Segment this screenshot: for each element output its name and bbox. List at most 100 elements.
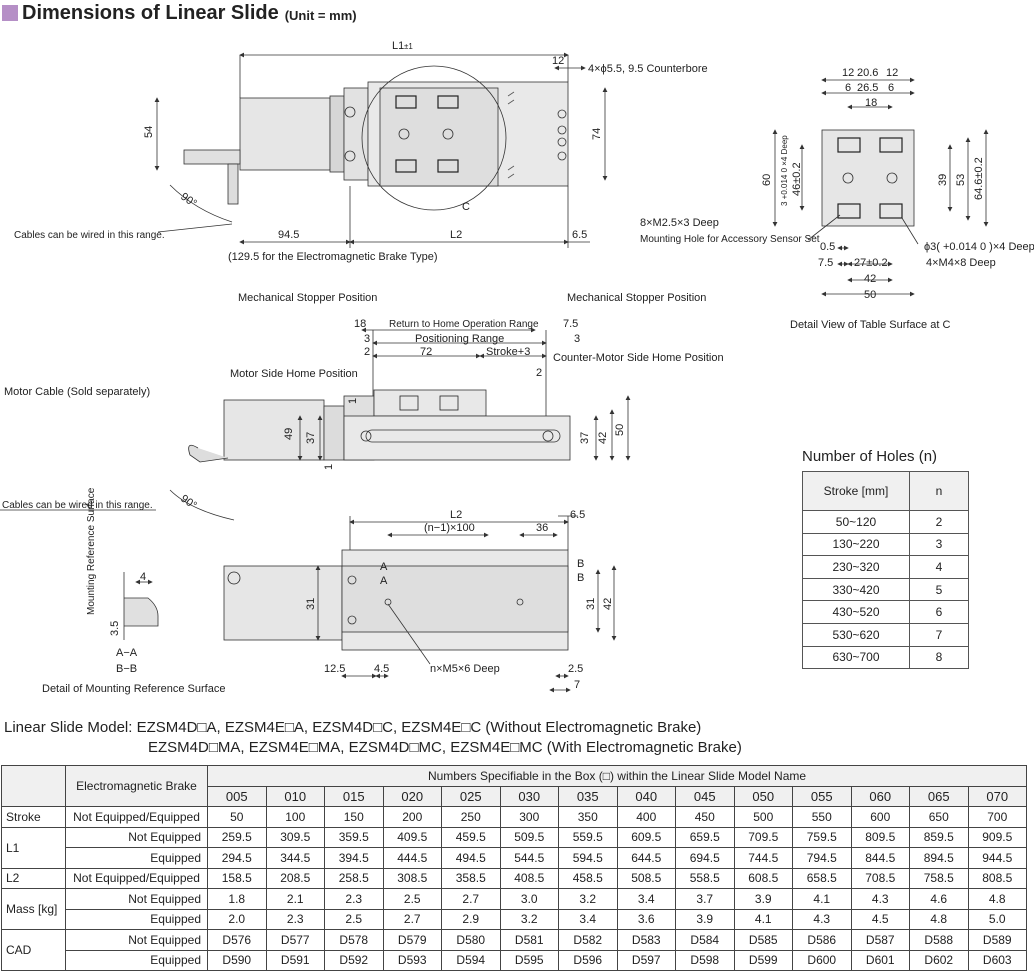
- spec-group-label: L2: [1, 867, 66, 889]
- dim-side-3b: 3: [574, 333, 580, 345]
- spec-cell: 309.5: [265, 826, 325, 848]
- spec-cell: D593: [382, 949, 442, 971]
- spec-cell: 259.5: [207, 826, 267, 848]
- dim-31b: 31: [585, 598, 597, 610]
- spec-sub-label: Not Equipped/Equipped: [65, 867, 208, 889]
- spec-cell: D579: [382, 929, 442, 951]
- dim-94-5: 94.5: [278, 229, 299, 241]
- spec-cell: 4.8: [967, 888, 1027, 910]
- dim-side-49: 49: [283, 428, 295, 440]
- spec-sub-label: Not Equipped: [65, 826, 208, 848]
- holes-stroke: 330~420: [802, 577, 910, 602]
- spec-group-label: L1: [1, 826, 66, 869]
- model-names: Linear Slide Model: EZSM4D□A, EZSM4E□A, …: [4, 718, 742, 758]
- spec-code: 060: [850, 785, 910, 807]
- spec-code: 055: [792, 785, 852, 807]
- spec-cell: 1.8: [207, 888, 267, 910]
- dim-side-42: 42: [597, 432, 609, 444]
- spec-cell: 500: [733, 806, 793, 828]
- section-A1: A: [380, 561, 388, 573]
- spec-cell: D597: [616, 949, 676, 971]
- spec-cell: 359.5: [324, 826, 384, 848]
- section-B1: B: [577, 558, 584, 570]
- m4-note: 4×M4×8 Deep: [926, 257, 996, 269]
- angle-90-side: 90°: [178, 493, 199, 512]
- dim-c-53: 53: [955, 174, 967, 186]
- spec-cell: D598: [675, 949, 735, 971]
- dim-side-3a: 3: [364, 333, 370, 345]
- spec-cell: 459.5: [441, 826, 501, 848]
- spec-cell: 859.5: [909, 826, 969, 848]
- spec-cell: 758.5: [909, 867, 969, 889]
- brake-note: (129.5 for the Electromagnetic Brake Typ…: [228, 251, 438, 263]
- spec-cell: 608.5: [733, 867, 793, 889]
- dim-side-7-5: 7.5: [563, 318, 578, 330]
- spec-cell: 759.5: [792, 826, 852, 848]
- spec-cell: D578: [324, 929, 384, 951]
- counterbore-note: 4×ϕ5.5, 9.5 Counterbore: [588, 63, 708, 75]
- dim-c-7-5: 7.5: [818, 257, 833, 269]
- spec-cell: 2.3: [324, 888, 384, 910]
- spec-sub-label: Equipped: [65, 949, 208, 971]
- section-A2: A: [380, 575, 388, 587]
- spec-cell: 809.5: [850, 826, 910, 848]
- dim-c-12a: 12: [842, 67, 854, 79]
- spec-cell: D585: [733, 929, 793, 951]
- spec-cell: 300: [499, 806, 559, 828]
- spec-code: 070: [967, 785, 1027, 807]
- model-line-1: Linear Slide Model: EZSM4D□A, EZSM4E□A, …: [4, 719, 702, 736]
- dim-c-6a: 6: [845, 82, 851, 94]
- holes-stroke: 630~700: [802, 645, 910, 670]
- dimension-drawing: L1 ±1 12 4×ϕ5.5, 9.5 Counterbore 54 74 9…: [0, 40, 1034, 695]
- dim-12: 12: [552, 55, 564, 67]
- detail-view-c: [772, 77, 989, 297]
- spec-code: 065: [909, 785, 969, 807]
- title-unit: (Unit = mm): [284, 7, 357, 23]
- spec-cell: 450: [675, 806, 735, 828]
- spec-cell: 844.5: [850, 847, 910, 869]
- spec-cell: 2.3: [265, 908, 325, 930]
- spec-cell: D577: [265, 929, 325, 951]
- spec-cell: 708.5: [850, 867, 910, 889]
- spec-cell: D587: [850, 929, 910, 951]
- spec-cell: D580: [441, 929, 501, 951]
- spec-cell: 650: [909, 806, 969, 828]
- holes-stroke: 130~220: [802, 532, 910, 557]
- phi3-note: ϕ3( +0.014 0 )×4 Deep: [924, 241, 1034, 253]
- spec-code: 020: [382, 785, 442, 807]
- holes-n: 7: [909, 622, 969, 647]
- dim-c-0-5: 0.5: [820, 241, 835, 253]
- spec-cell: 3.4: [616, 888, 676, 910]
- spec-cell: 609.5: [616, 826, 676, 848]
- spec-cell: 894.5: [909, 847, 969, 869]
- dim-side-2b: 2: [536, 367, 542, 379]
- number-of-holes: Number of Holes (n) Stroke [mm] n 50~120…: [802, 448, 969, 670]
- spec-brake-header: Electromagnetic Brake: [65, 765, 208, 807]
- spec-cell: 5.0: [967, 908, 1027, 930]
- spec-cell: 409.5: [382, 826, 442, 848]
- spec-group-label: CAD: [1, 929, 66, 971]
- dim-c-60: 60: [761, 174, 773, 186]
- holes-n: 5: [909, 577, 969, 602]
- stopper-right: Mechanical Stopper Position: [567, 292, 706, 304]
- dim-74: 74: [591, 128, 603, 140]
- dim-side-72: 72: [420, 346, 432, 358]
- mount-3-5: 3.5: [109, 621, 121, 636]
- spec-cell: 508.5: [616, 867, 676, 889]
- holes-n: 4: [909, 555, 969, 579]
- side-view: [0, 327, 631, 521]
- spec-code: 025: [441, 785, 501, 807]
- spec-cell: 644.5: [616, 847, 676, 869]
- dim-n100: (n−1)×100: [424, 522, 475, 534]
- dim-c-4deep: 3 +0.014 0 ×4 Deep: [780, 135, 789, 206]
- spec-cell: 550: [792, 806, 852, 828]
- dim-side-37b: 37: [579, 432, 591, 444]
